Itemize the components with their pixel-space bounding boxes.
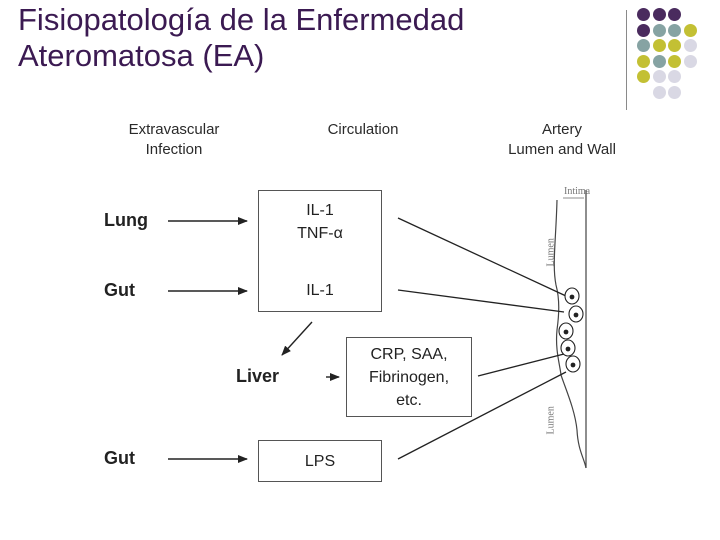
arrow-il1-to-liver [281,321,313,356]
acute-phase-line-3: etc. [396,392,422,409]
source-lung: Lung [104,210,148,230]
header-extravascular-line-1: Extravascular [128,121,220,138]
decorative-dot [683,23,697,37]
acute-phase-line-1: CRP, SAA, [370,346,448,363]
decorative-dot [637,54,650,68]
slide-title: Fisiopatología de la Enfermedad Ateromat… [18,2,618,74]
decorative-dot [668,8,681,21]
header-extravascular-line-2: Infection [145,141,203,158]
decorative-dot [637,70,650,83]
decorative-dot [652,39,666,52]
header-artery-line-2: Lumen and Wall [508,141,616,158]
decorative-dot [652,23,666,37]
source-liver: Liver [236,366,280,386]
connector-lps-to-wall [397,371,567,460]
connector-il1-to-wall [397,289,565,313]
connector-acute-phase-to-wall [477,353,565,377]
title-line-2: Ateromatosa (EA) [18,38,265,73]
artery-intima-line [553,199,587,469]
plaque-cell-nuclei [563,294,579,368]
decorative-dot [652,85,666,99]
label-lumen-bottom: Lumen [545,406,557,435]
decorative-dot [668,39,681,52]
decorative-dot [652,70,666,83]
decorative-dot [652,54,666,68]
source-gut: Gut [104,280,135,300]
decorative-dot [668,70,681,83]
decorative-dot [683,54,697,68]
cytokine-il1: IL-1 [306,202,334,219]
acute-phase-line-2: Fibrinogen, [368,369,450,386]
cytokines-box: IL-1 TNF-α IL-1 [258,190,382,312]
decorative-dot [668,54,681,68]
connector-cytokines-to-wall [397,217,567,297]
acute-phase-box: CRP, SAA, Fibrinogen, etc. [346,337,472,417]
label-intima: Intima [564,186,591,197]
cytokine-tnf-alpha: TNF-α [297,225,343,242]
header-extravascular-infection: Extravascular Infection [112,120,236,160]
lps-box: LPS [258,440,382,482]
decorative-dot [652,8,666,21]
header-circulation: Circulation [327,121,399,138]
plaque-cells [558,287,584,373]
header-artery-line-1: Artery [541,121,582,138]
decorative-dot [668,85,681,99]
header-artery-lumen-wall: Artery Lumen and Wall [494,120,630,160]
decorative-dot [668,23,681,37]
cytokine-il1-gut: IL-1 [306,282,334,299]
decorative-dot [683,39,697,52]
source-gut-lps: Gut [104,448,135,468]
title-divider [626,10,627,110]
decorative-dot [637,8,650,21]
decorative-dot [637,23,650,37]
title-line-1: Fisiopatología de la Enfermedad [18,2,465,37]
decorative-dot [637,39,650,52]
label-lumen-top: Lumen [545,238,557,267]
